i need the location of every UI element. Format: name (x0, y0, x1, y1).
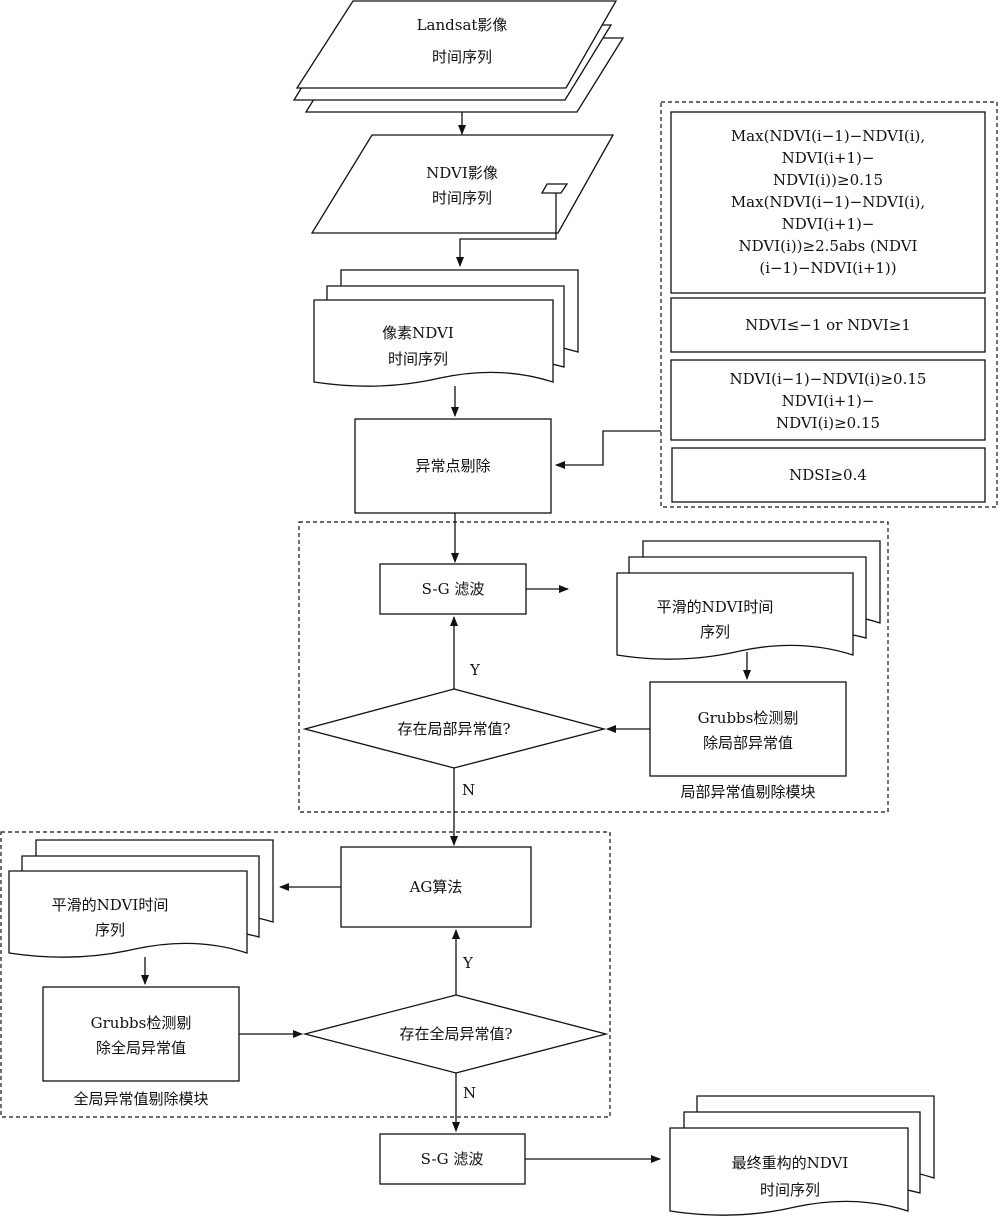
criterion-1-line-3: NDVI(i))≥0.15 (773, 171, 883, 189)
local-smoothed-label-2: 序列 (700, 623, 730, 641)
local-module-dashed-border (298, 521, 889, 813)
local-yes-label: Y (469, 661, 481, 679)
outlier-removal-label: 异常点剔除 (415, 457, 490, 475)
criterion-3-line-1: NDVI(i−1)−NDVI(i)≥0.15 (730, 370, 927, 388)
arrow-pixel-to-series (456, 193, 557, 267)
criterion-1-line-5: NDVI(i+1)− (782, 215, 875, 233)
landsat-label-1: Landsat影像 (417, 16, 508, 34)
pixel-doc-layer-1 (313, 299, 554, 387)
global-grubbs-box (42, 986, 240, 1082)
local-module-title: 局部异常值剔除模块 (680, 783, 815, 801)
local-sg-filter-box (379, 563, 527, 615)
local-grubbs-label-2: 除局部异常值 (703, 734, 793, 752)
global-smoothed-label-2: 序列 (95, 921, 125, 939)
criterion-3-line-2: NDVI(i+1)− (782, 392, 875, 410)
local-no-label: N (462, 781, 475, 799)
final-output-node: 最终重构的NDVI 时间序列 (669, 1095, 935, 1216)
final-output-label-1: 最终重构的NDVI (732, 1154, 849, 1172)
global-grubbs-label-1: Grubbs检测剔 (91, 1014, 192, 1032)
pixel-ndvi-label-1: 像素NDVI (382, 324, 454, 342)
global-no-label: N (463, 1084, 476, 1102)
local-doc-layer-1 (616, 572, 854, 660)
criterion-box-1 (670, 111, 986, 294)
criterion-1-line-6: NDVI(i))≥2.5abs (NDVI (739, 237, 918, 255)
outlier-removal-node: 异常点剔除 (354, 418, 552, 514)
criterion-1-line-7: (i−1)−NDVI(i+1)) (759, 259, 896, 277)
ndvi-image-shape (310, 134, 615, 234)
global-doc-layer-1 (8, 870, 248, 958)
pixel-ndvi-label-2: 时间序列 (388, 350, 448, 368)
local-decision-label: 存在局部异常值? (397, 720, 510, 738)
outlier-removal-box (354, 418, 552, 514)
pixel-ndvi-series-node: 像素NDVI 时间序列 (313, 269, 579, 387)
local-grubbs-box (649, 681, 847, 777)
pixel-marker-icon (540, 183, 569, 194)
criterion-box-3 (670, 359, 986, 441)
criteria-dashed-border (660, 101, 998, 508)
global-module-title: 全局异常值剔除模块 (73, 1090, 208, 1108)
criterion-1-line-2: NDVI(i+1)− (782, 149, 875, 167)
final-output-label-2: 时间序列 (760, 1181, 820, 1199)
global-outlier-module: AG算法 平滑的NDVI时间 序列 Grubbs检测剔 除全局异常值 存在全局异… (0, 831, 611, 1118)
local-smoothed-label-1: 平滑的NDVI时间 (657, 598, 774, 616)
criteria-group: Max(NDVI(i−1)−NDVI(i), NDVI(i+1)− NDVI(i… (660, 101, 998, 508)
local-outlier-module: S-G 滤波 平滑的NDVI时间 序列 Grubbs检测剔 除局部异常值 存在局… (298, 521, 889, 813)
landsat-label-2: 时间序列 (432, 48, 492, 66)
local-grubbs-label-1: Grubbs检测剔 (698, 709, 799, 727)
local-sg-filter-label: S-G 滤波 (422, 580, 485, 598)
global-yes-label: Y (462, 954, 474, 972)
global-module-dashed-border (0, 831, 611, 1118)
ndvi-image-series-node: NDVI影像 时间序列 (310, 134, 615, 267)
criterion-4-line-1: NDSI≥0.4 (789, 466, 867, 484)
ag-algorithm-label: AG算法 (409, 878, 463, 896)
final-sg-filter-box (379, 1133, 526, 1185)
criterion-2-line-1: NDVI≤−1 or NDVI≥1 (745, 316, 911, 334)
criterion-1-line-4: Max(NDVI(i−1)−NDVI(i), (731, 193, 925, 211)
ndvi-image-label-1: NDVI影像 (426, 164, 498, 182)
final-sg-filter-node: S-G 滤波 (379, 1133, 526, 1185)
criterion-1-line-1: Max(NDVI(i−1)−NDVI(i), (731, 127, 925, 145)
final-sg-filter-label: S-G 滤波 (421, 1150, 484, 1168)
criterion-box-4 (671, 447, 986, 503)
global-decision-label: 存在全局异常值? (399, 1025, 512, 1043)
landsat-layer-1 (295, 0, 618, 89)
criterion-box-2 (670, 297, 986, 353)
ag-algorithm-box (340, 846, 532, 928)
criterion-3-line-3: NDVI(i)≥0.15 (776, 414, 880, 432)
global-smoothed-label-1: 平滑的NDVI时间 (52, 896, 169, 914)
global-grubbs-label-2: 除全局异常值 (96, 1039, 186, 1057)
arrow-criteria-to-removal (555, 430, 661, 469)
final-doc-layer-1 (669, 1127, 909, 1216)
landsat-image-series-node: Landsat影像 时间序列 (292, 0, 625, 113)
ndvi-image-label-2: 时间序列 (432, 189, 492, 207)
